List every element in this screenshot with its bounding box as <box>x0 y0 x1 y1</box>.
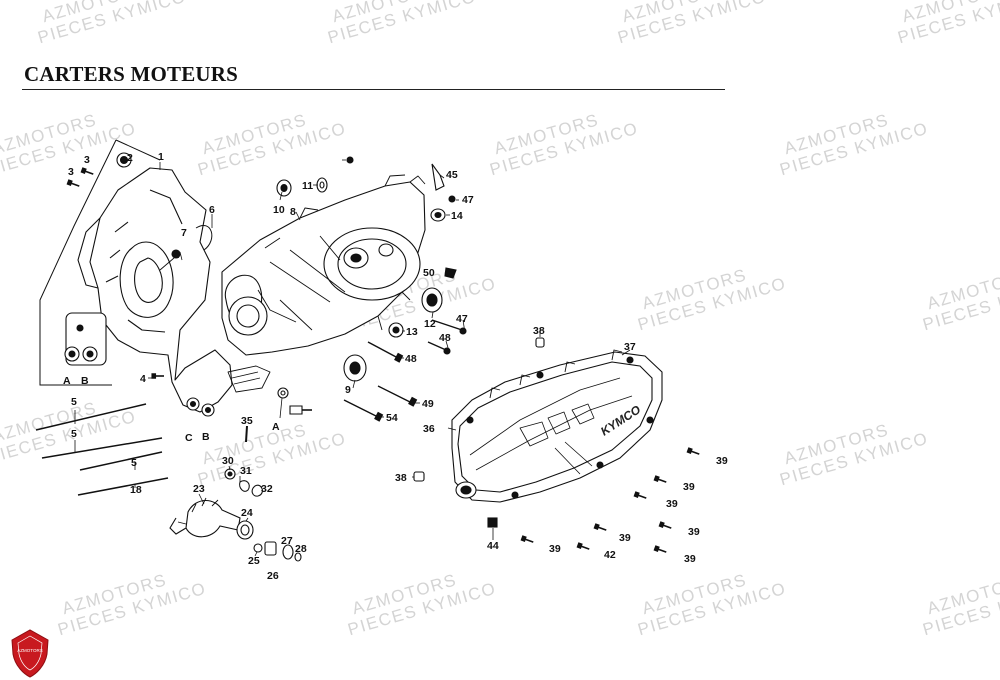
callout-label: 39 <box>666 498 678 510</box>
callout-label: 10 <box>273 204 285 216</box>
callout-label: 11 <box>302 180 313 192</box>
callout-label: 25 <box>248 555 260 567</box>
callout-label: 42 <box>604 549 616 561</box>
callout-label: 36 <box>423 423 435 435</box>
callout-label: 39 <box>683 481 695 493</box>
callout-label: 27 <box>281 535 293 547</box>
callout-label: 39 <box>619 532 631 544</box>
callout-label: 5 <box>131 457 137 469</box>
callout-label: 47 <box>462 194 474 206</box>
callout-label: 24 <box>241 507 253 519</box>
callout-label: 38 <box>395 472 407 484</box>
callout-label: 1 <box>158 151 164 163</box>
callout-label: 14 <box>451 210 463 222</box>
callout-label: 26 <box>267 570 279 582</box>
callout-label: 13 <box>406 326 418 338</box>
page-title: CARTERS MOTEURS <box>24 62 239 86</box>
callout-label: 32 <box>261 483 273 495</box>
callout-label: 38 <box>533 325 545 337</box>
callout-label: A <box>272 421 280 433</box>
transmission-cover: KYMCO <box>451 349 663 503</box>
callout-label: 9 <box>345 384 351 396</box>
leader-lines <box>74 159 631 557</box>
callout-label: 4 <box>140 373 146 385</box>
callout-label: 5 <box>71 428 77 440</box>
left-crankcase <box>64 154 271 417</box>
callout-labels: 1 2 3 3 4 4 5 5 5 6 7 8 9 10 11 12 13 14… <box>63 151 728 582</box>
callout-label: 37 <box>624 341 636 353</box>
callout-label: 12 <box>424 318 436 330</box>
callout-label: 2 <box>127 152 133 164</box>
right-crankcase <box>221 174 426 356</box>
callout-label: C <box>185 432 193 444</box>
callout-label: 3 <box>84 154 90 166</box>
callout-label: 7 <box>181 227 187 239</box>
callout-label: 54 <box>386 412 398 424</box>
callout-label: 5 <box>71 396 77 408</box>
callout-label: 30 <box>222 455 234 467</box>
callout-label: 28 <box>295 543 307 555</box>
callout-label: 39 <box>688 526 700 538</box>
bracket-lines <box>39 139 161 386</box>
callout-label: 8 <box>290 206 296 218</box>
callout-label: 47 <box>456 313 468 325</box>
callout-label: B <box>81 375 89 387</box>
callout-label: 6 <box>209 204 215 216</box>
callout-label: 49 <box>422 398 434 410</box>
callout-label: 48 <box>439 332 451 344</box>
small-parts <box>35 152 701 562</box>
callout-label: 39 <box>684 553 696 565</box>
azmotors-logo: AZMOTORS <box>11 629 49 678</box>
callout-label: 4 <box>174 249 180 261</box>
callout-label: B <box>202 431 210 443</box>
callout-label: A <box>63 375 71 387</box>
callout-label: 44 <box>487 540 499 552</box>
callout-label: 45 <box>446 169 458 181</box>
callout-label: 39 <box>716 455 728 467</box>
title-rule <box>22 89 725 90</box>
callout-label: 35 <box>241 415 253 427</box>
callout-label: 23 <box>193 483 205 495</box>
callout-label: 31 <box>240 465 252 477</box>
callout-label: 18 <box>130 484 142 496</box>
callout-label: 50 <box>423 267 435 279</box>
callout-label: 3 <box>68 166 74 178</box>
callout-label: 39 <box>549 543 561 555</box>
logo-text: AZMOTORS <box>17 648 42 653</box>
callout-label: 48 <box>405 353 417 365</box>
